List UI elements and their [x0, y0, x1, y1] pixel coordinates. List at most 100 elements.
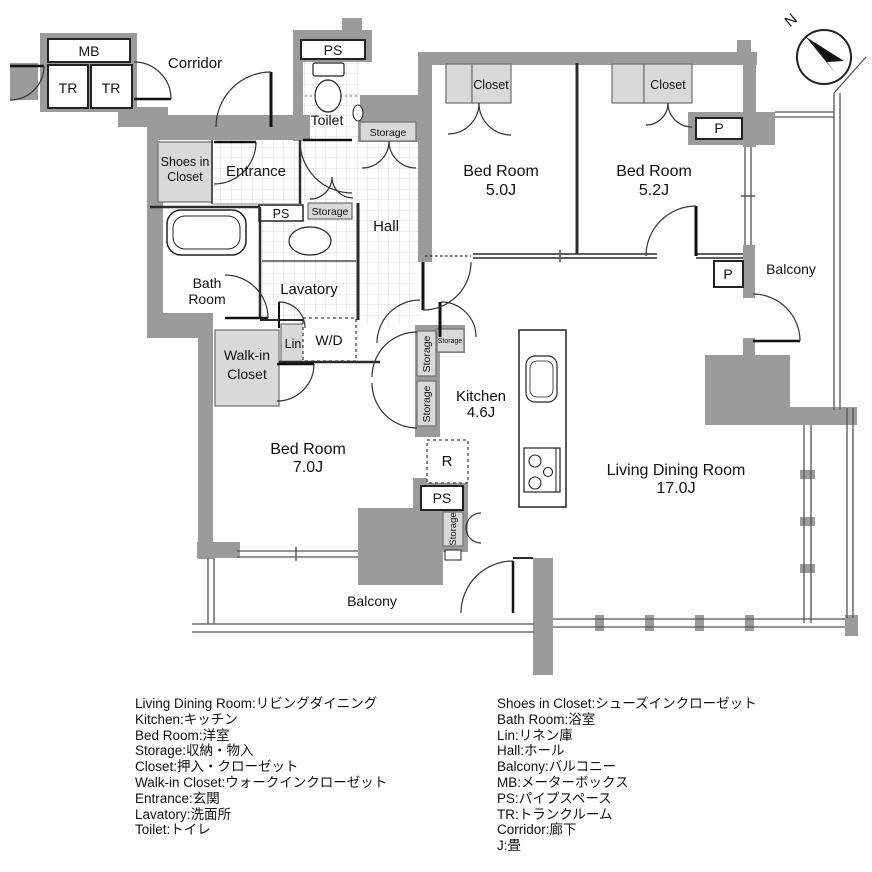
- tr2-box: [90, 64, 133, 109]
- label-ldk-name: Living Dining Room: [607, 462, 746, 479]
- legend-item: Closet:押入・クローゼット: [135, 759, 299, 775]
- legend-item: Entrance:玄関: [135, 790, 220, 806]
- legend-item: Hall:ホール: [497, 743, 565, 759]
- label-hall: Hall: [373, 218, 399, 235]
- legend-item: J:畳: [497, 838, 522, 854]
- legend-item: Corridor:廊下: [497, 822, 577, 838]
- legend-item: Kitchen:キッチン: [135, 711, 238, 727]
- washer-dryer-box: [302, 317, 357, 362]
- room-labels: Corridor MB TR TR PS Toilet Storage Shoe…: [59, 42, 816, 609]
- label-bed5-size: 5.0J: [486, 182, 516, 199]
- label-bed5-name: Bed Room: [463, 163, 539, 180]
- label-closet2: Closet: [650, 78, 686, 92]
- legend-item: Shoes in Closet:シューズインクローゼット: [497, 696, 757, 711]
- label-storage-kitchen: Storage: [448, 512, 459, 545]
- legend-item: Bed Room:洋室: [135, 727, 230, 743]
- label-storage-v1: Storage: [421, 335, 433, 372]
- label-p2: P: [723, 266, 732, 282]
- ps-kitchen-box: [420, 485, 464, 511]
- label-mb: MB: [79, 43, 100, 59]
- label-closet1: Closet: [473, 78, 509, 92]
- label-entrance: Entrance: [226, 163, 286, 180]
- label-lin: Lin: [285, 337, 302, 351]
- label-kitchen-size: 4.6J: [467, 404, 495, 421]
- fixtures: [166, 62, 561, 493]
- storage-hall-top-box: [359, 121, 417, 142]
- burner: [542, 466, 554, 478]
- label-bath-2: Room: [188, 291, 225, 307]
- closet-5-2-left: [611, 63, 645, 104]
- label-balcony-bottom: Balcony: [347, 593, 397, 609]
- toilet-bowl: [314, 79, 342, 113]
- compass-n-label: N: [781, 11, 800, 31]
- dashed-boxes: [302, 317, 469, 484]
- label-wd: W/D: [315, 332, 342, 348]
- burner: [528, 454, 542, 468]
- label-bed7-name: Bed Room: [270, 441, 346, 458]
- closet-5-0-box: [471, 63, 512, 104]
- label-bath-1: Bath: [193, 275, 222, 291]
- legend-item: MB:メーターボックス: [497, 774, 629, 790]
- bathtub: [166, 209, 247, 256]
- label-ps-lavatory: PS: [273, 207, 290, 221]
- legend-right-column: Shoes in Closet:シューズインクローゼット Bath Room:浴…: [497, 696, 757, 854]
- label-storage-lavatory: Storage: [312, 206, 349, 218]
- windows-railings: [192, 56, 867, 633]
- label-tr2: TR: [102, 80, 121, 96]
- compass-arrow: [806, 37, 844, 75]
- legend-item: Living Dining Room:リビングダイニング: [135, 696, 378, 711]
- floor-plan: N Corridor MB TR TR PS Toilet Storage Sh…: [9, 11, 867, 675]
- small-white-box: [444, 549, 462, 561]
- shoes-in-closet-box: [157, 141, 213, 203]
- legend-item: Storage:収納・物入: [135, 743, 254, 759]
- label-corridor: Corridor: [168, 55, 222, 72]
- label-ldk-size: 17.0J: [656, 480, 695, 497]
- label-lavatory: Lavatory: [280, 281, 338, 298]
- toilet-side-sink: [352, 104, 364, 122]
- label-kitchen-name: Kitchen: [456, 388, 506, 405]
- label-bed52-name: Bed Room: [616, 163, 692, 180]
- label-ps-kitchen: PS: [433, 490, 452, 506]
- storage-boxes: [157, 63, 693, 547]
- label-storage-hall-top: Storage: [370, 127, 407, 139]
- label-walkin-2: Closet: [227, 366, 267, 382]
- kitchen-sink: [525, 355, 558, 403]
- legend-item: Balcony:バルコニー: [497, 759, 617, 775]
- storage-hall-v2-box: [416, 380, 437, 427]
- legend-item: Walk-in Closet:ウォークインクローゼット: [135, 774, 388, 790]
- label-refrigerator: R: [442, 453, 453, 470]
- doors: [9, 61, 801, 614]
- mb-box: [47, 38, 131, 63]
- label-shoes-2: Closet: [167, 170, 203, 184]
- label-storage-small: Storage: [438, 338, 463, 345]
- walk-in-closet-box: [214, 329, 280, 407]
- label-p1: P: [714, 120, 723, 136]
- label-storage-v2: Storage: [421, 385, 433, 422]
- toilet-tank: [312, 62, 345, 77]
- ps-toilet-box: [300, 39, 366, 60]
- storage-lavatory-box: [307, 202, 353, 220]
- burner: [528, 476, 542, 490]
- label-toilet: Toilet: [311, 112, 344, 128]
- storage-hall-v1-box: [416, 330, 437, 377]
- storage-kitchen-box: [442, 511, 464, 547]
- compass: N: [781, 11, 852, 85]
- legend-item: PS:パイプスペース: [497, 790, 612, 806]
- label-tr1: TR: [59, 80, 78, 96]
- label-balcony-right: Balcony: [766, 261, 816, 277]
- tr1-box: [47, 64, 89, 109]
- refrigerator-box: [426, 439, 469, 484]
- legend-item: Lavatory:洗面所: [135, 806, 232, 822]
- label-shoes-1: Shoes in: [161, 155, 210, 169]
- legend-item: Bath Room:浴室: [497, 711, 596, 727]
- legend-item: TR:トランクルーム: [497, 806, 613, 822]
- p1-box: [695, 117, 743, 140]
- legend-item: Lin:リネン庫: [497, 727, 573, 743]
- closet-5-0-left: [445, 63, 473, 104]
- storage-small-box: [436, 328, 465, 353]
- lavatory-sink: [288, 226, 332, 256]
- label-ps-toilet: PS: [324, 42, 343, 58]
- legend-item: Toilet:トイレ: [135, 822, 211, 838]
- legend-left-column: Living Dining Room:リビングダイニング Kitchen:キッチ…: [135, 696, 387, 838]
- label-bed52-size: 5.2J: [639, 182, 669, 199]
